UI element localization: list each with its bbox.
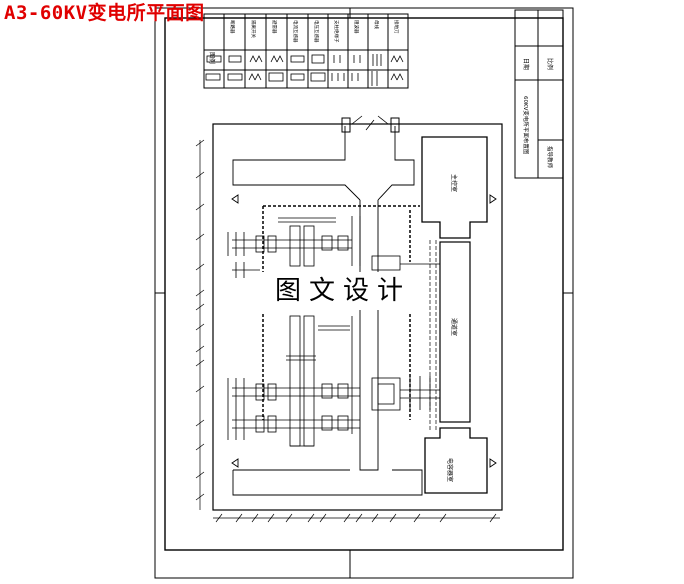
legend-col-9: 接地刀: [393, 20, 400, 34]
title-block-scale: 比例: [546, 58, 554, 70]
legend-table: 图例 断路器 隔离开关 避雷器 电流互感器 电压互感器 支柱绝缘子 阻波器 母线…: [203, 13, 409, 89]
cable-trench: [429, 240, 437, 430]
switchyard-fence-mid: [262, 210, 411, 420]
corridor-label: 通道室: [450, 318, 458, 336]
legend-col-8: 母线: [373, 20, 380, 29]
corridor-room: 通道室: [439, 241, 471, 423]
main-control-room: 主控室: [421, 136, 488, 239]
main-control-label: 主控室: [450, 174, 458, 192]
legend-col-7: 阻波器: [353, 20, 360, 34]
legend-col-4: 电流互感器: [292, 20, 299, 43]
centering-marks: [155, 8, 573, 578]
substation-fence: [212, 123, 503, 511]
triangle-markers: [231, 194, 497, 468]
legend-symbols: [205, 54, 404, 86]
legend-col-1: 断路器: [229, 20, 236, 34]
watermark-text: 图文设计: [258, 272, 428, 310]
access-roads: [232, 126, 423, 496]
capacitor-room: 电容器室: [424, 427, 488, 494]
title-block: 日期 比例 60KV变电所平面布置图 指导教师: [514, 9, 564, 179]
legend-col-6: 支柱绝缘子: [333, 20, 340, 43]
title-block-date: 日期: [522, 58, 530, 70]
legend-col-5: 电压互感器: [313, 20, 320, 43]
capacitor-label: 电容器室: [446, 458, 454, 482]
switchyard-fence-top: [262, 205, 420, 272]
left-dimension-line: [195, 139, 205, 510]
legend-header: 图例: [208, 52, 216, 64]
bottom-dimension-line: [213, 513, 500, 523]
page-title: A3-60KV变电所平面图: [4, 2, 205, 24]
sheet-inner-border: [164, 17, 564, 551]
title-block-drawing-name: 60KV变电所平面布置图: [522, 96, 530, 155]
legend-col-3: 避雷器: [271, 20, 278, 34]
upper-bay: [227, 216, 440, 278]
lower-bay: [227, 315, 440, 447]
legend-col-2: 隔离开关: [250, 20, 257, 38]
entrance-gate: [341, 115, 400, 133]
title-block-drawer: 指导教师: [546, 146, 554, 169]
